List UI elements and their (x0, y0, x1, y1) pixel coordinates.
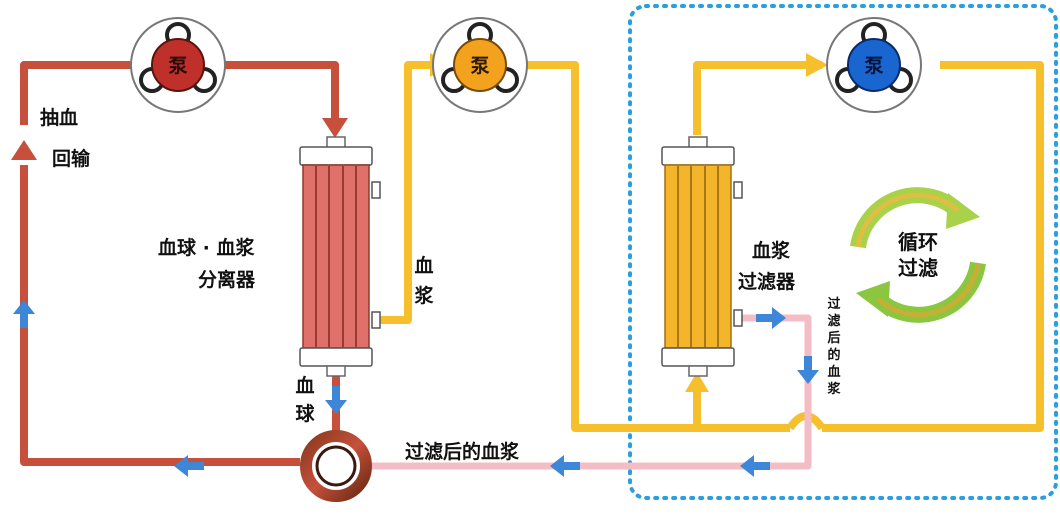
blood-return-line (20, 165, 300, 466)
plasma-filter (661, 136, 743, 377)
vlabel-char-4: 的 (827, 347, 840, 363)
plasma-line-pump-to-filter (510, 61, 790, 432)
flow-arrow-up-left (13, 300, 35, 328)
vlabel-char-3: 后 (827, 330, 840, 346)
blood-return-arrowhead (11, 140, 37, 160)
label-separator-line2: 分离器 (198, 268, 256, 291)
label-return-blood: 回输 (52, 147, 91, 170)
circulation-region-border (628, 4, 1058, 500)
flow-arrow-left-filtered-2 (740, 455, 770, 477)
label-filtered-plasma-vertical: 过 滤 后 的 血 浆 (826, 296, 841, 397)
plasma-return-line (822, 61, 1044, 432)
cycle-filtration-symbol: 循环 过滤 (850, 187, 986, 323)
mixing-connector (300, 430, 372, 502)
flow-arrows (13, 300, 819, 477)
pump-orange: 泵 (432, 17, 528, 113)
label-separator-line1: 血球 · 血浆 (158, 236, 255, 259)
pump-red-label: 泵 (168, 55, 187, 77)
label-plasma-v-1: 血 (414, 254, 433, 277)
flow-arrow-right-filter-out (756, 307, 786, 329)
cell-plasma-separator (299, 136, 381, 377)
vlabel-char-1: 过 (827, 296, 840, 312)
flow-arrow-left-filtered-1 (550, 455, 580, 477)
pump-blue-label: 泵 (864, 55, 883, 77)
label-cells-v-1: 血 (295, 374, 314, 397)
label-filter-line1: 血浆 (752, 239, 791, 262)
vlabel-char-5: 血 (827, 364, 840, 380)
label-cells-v-2: 球 (295, 402, 315, 425)
plasma-circuit (378, 53, 1044, 432)
vlabel-char-2: 滤 (827, 313, 840, 329)
label-filter-line2: 过滤器 (738, 271, 796, 293)
flow-arrow-left-bottom (174, 455, 204, 477)
label-plasma-v-2: 浆 (414, 284, 434, 307)
plasma-into-blue-pump-arrow (806, 53, 828, 77)
plasma-into-filter-arrow (685, 372, 709, 392)
label-draw-blood: 抽血 (40, 106, 78, 129)
cycle-label-line1: 循环 (898, 230, 938, 254)
pump-blue: 泵 (826, 17, 922, 113)
pump-orange-label: 泵 (470, 55, 489, 77)
pump-red: 泵 (130, 17, 226, 113)
blood-into-separator-arrow (322, 118, 348, 138)
cycle-label-line2: 过滤 (898, 256, 938, 280)
label-filtered-plasma: 过滤后的血浆 (405, 440, 520, 463)
plasma-filter-to-blue-pump (693, 61, 822, 135)
flow-arrow-down-cells (325, 386, 347, 414)
plasma-line-separator-to-pump (378, 61, 445, 324)
vlabel-char-6: 浆 (826, 381, 841, 397)
flow-arrow-down-filtered (797, 356, 819, 384)
